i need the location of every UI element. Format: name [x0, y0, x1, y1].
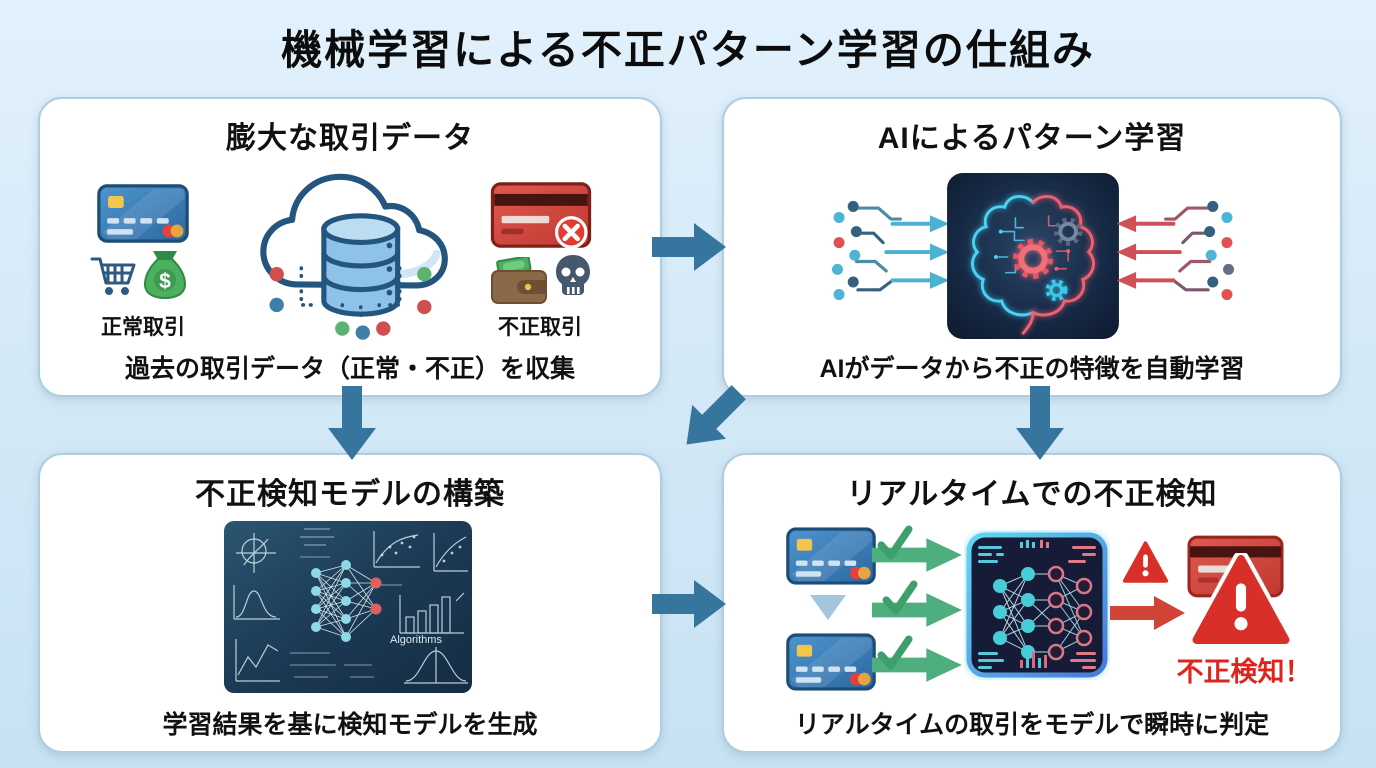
flow-arrow-model-to-detection [652, 578, 728, 630]
warning-triangle-icon [1122, 540, 1169, 585]
wallet-icon [490, 257, 548, 305]
flow-arrow-learning-to-detection [1010, 386, 1070, 462]
flow-arrow-data-to-model [322, 386, 382, 462]
panel-model-building-caption: 学習結果を基に検知モデルを生成 [162, 711, 538, 739]
panel-ai-learning-caption: AIがデータから不正の特徴を自動学習 [819, 355, 1245, 383]
warning-triangle-icon [1190, 553, 1292, 648]
money-bag-icon [143, 249, 187, 299]
fraud-detected-label: 不正検知！ [1176, 657, 1312, 687]
page-title: 機械学習による不正パターン学習の仕組み [281, 27, 1095, 73]
credit-card-icon [97, 184, 189, 243]
shopping-cart-icon [90, 253, 138, 299]
panel-transaction-data-title: 膨大な取引データ [226, 122, 474, 155]
data-flow-in-icon [831, 200, 950, 301]
panel-realtime-detection-caption: リアルタイムの取引をモデルで瞬時に判定 [794, 711, 1270, 739]
panel-transaction-data-caption: 過去の取引データ（正常・不正）を収集 [124, 355, 575, 383]
incoming-card-icon [786, 527, 876, 585]
panel-realtime-detection: リアルタイムでの不正検知 [722, 453, 1342, 753]
blocked-card-icon [490, 182, 592, 248]
data-flow-out-icon [1116, 200, 1235, 301]
check-icon [877, 525, 913, 561]
check-icon [877, 635, 913, 671]
panel-transaction-data: 膨大な取引データ 正常取引 不正取引 過去の取引データ（正常・不正）を収集 [38, 97, 662, 397]
cloud-database-icon [248, 151, 453, 341]
panel-model-building: 不正検知モデルの構築 [38, 453, 662, 753]
fraud-transaction-label: 不正取引 [498, 316, 582, 339]
skull-icon [553, 253, 593, 299]
panel-ai-learning: AIによるパターン学習 [722, 97, 1342, 397]
panel-ai-learning-title: AIによるパターン学習 [877, 122, 1187, 155]
chalkboard-model-icon: Algorithms [224, 521, 472, 693]
panel-model-building-title: 不正検知モデルの構築 [195, 478, 505, 511]
check-icon [882, 580, 918, 616]
ai-brain-icon [947, 173, 1119, 339]
queue-down-triangle-icon [810, 595, 846, 620]
alert-arrow-icon [1110, 596, 1185, 630]
normal-transaction-label: 正常取引 [101, 316, 185, 339]
incoming-card-icon [786, 633, 876, 691]
flow-arrow-data-to-learning [652, 221, 728, 273]
neural-chip-icon [966, 532, 1108, 678]
panel-realtime-detection-title: リアルタイムでの不正検知 [846, 478, 1218, 511]
svg-text:Algorithms: Algorithms [390, 634, 442, 646]
